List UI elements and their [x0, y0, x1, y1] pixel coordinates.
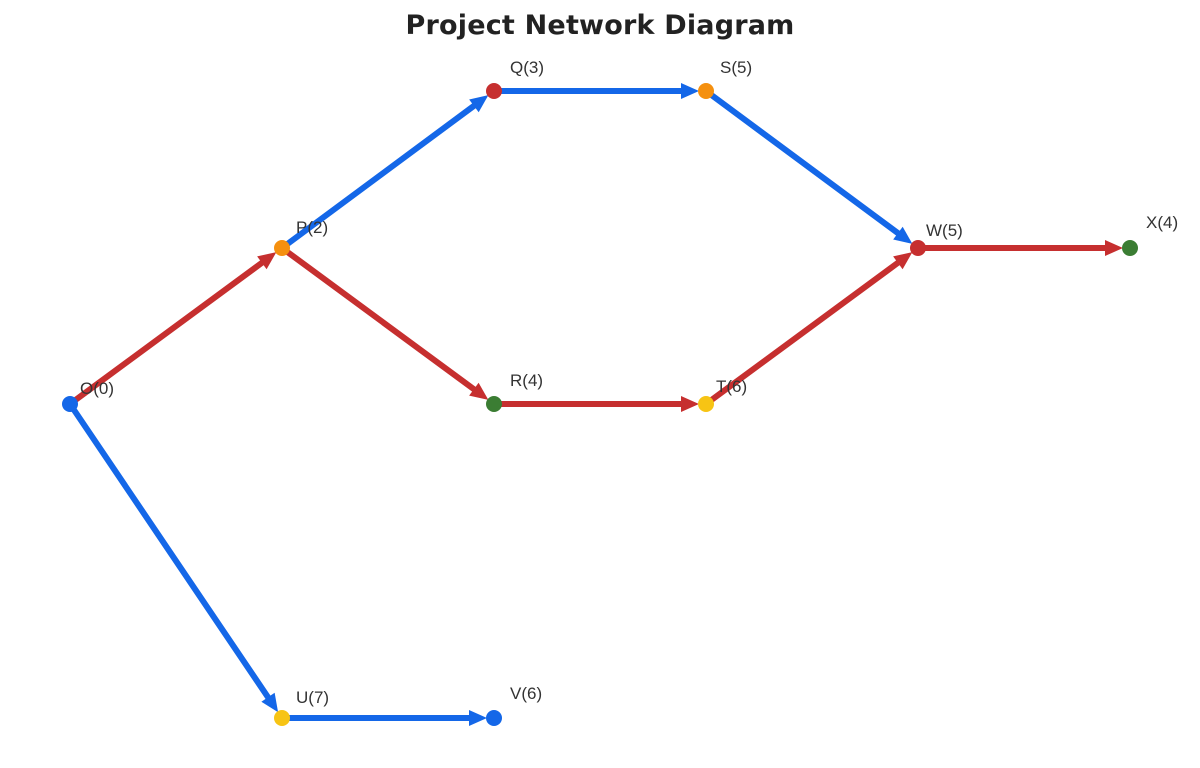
- node-s: [698, 83, 714, 99]
- edge-s-w: [703, 88, 913, 244]
- edge-t-w: [703, 252, 913, 407]
- node-w: [910, 240, 926, 256]
- node-label-t: T(6): [716, 377, 747, 396]
- arrowhead-icon: [681, 83, 699, 99]
- arrowhead-icon: [469, 382, 489, 400]
- arrowhead-icon: [893, 252, 913, 270]
- edge-p-q: [279, 95, 489, 251]
- arrowhead-icon: [469, 710, 487, 726]
- edge-line: [703, 258, 903, 407]
- edge-q-s: [491, 83, 699, 99]
- arrowhead-icon: [893, 226, 913, 244]
- arrowhead-icon: [261, 692, 279, 713]
- node-p: [274, 240, 290, 256]
- node-label-s: S(5): [720, 58, 752, 77]
- node-label-p: P(2): [296, 218, 328, 237]
- edge-line: [703, 88, 903, 238]
- diagram-title: Project Network Diagram: [405, 10, 795, 41]
- arrowhead-icon: [469, 95, 489, 113]
- node-o: [62, 396, 78, 412]
- node-x: [1122, 240, 1138, 256]
- arrowhead-icon: [1105, 240, 1123, 256]
- nodes-layer: [62, 83, 1138, 726]
- node-label-r: R(4): [510, 371, 543, 390]
- edges-layer: [67, 83, 1123, 726]
- edge-u-v: [279, 710, 487, 726]
- node-label-q: Q(3): [510, 58, 544, 77]
- node-t: [698, 396, 714, 412]
- edge-o-u: [67, 401, 279, 713]
- edge-p-r: [279, 245, 489, 400]
- edge-line: [279, 245, 479, 394]
- node-label-x: X(4): [1146, 213, 1178, 232]
- arrowhead-icon: [257, 252, 277, 270]
- edge-line: [279, 101, 479, 251]
- node-r: [486, 396, 502, 412]
- labels-layer: O(0) P(2) Q(3) S(5) W(5) X(4) R(4) T(6) U(7) V(6): [80, 58, 1178, 707]
- edge-line: [67, 401, 273, 702]
- node-q: [486, 83, 502, 99]
- edge-line: [67, 258, 267, 407]
- edge-o-p: [67, 252, 277, 407]
- node-label-v: V(6): [510, 684, 542, 703]
- edge-r-t: [491, 396, 699, 412]
- node-u: [274, 710, 290, 726]
- edge-w-x: [915, 240, 1123, 256]
- node-label-w: W(5): [926, 221, 963, 240]
- node-label-u: U(7): [296, 688, 329, 707]
- node-v: [486, 710, 502, 726]
- node-label-o: O(0): [80, 379, 114, 398]
- arrowhead-icon: [681, 396, 699, 412]
